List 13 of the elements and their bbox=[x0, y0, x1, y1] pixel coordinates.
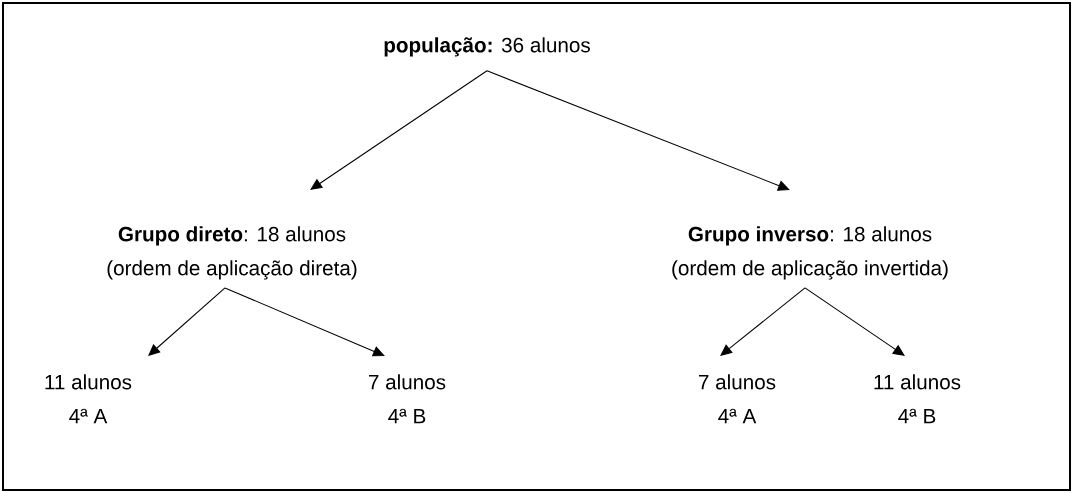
arrow bbox=[310, 70, 488, 190]
arrow bbox=[720, 287, 806, 356]
arrow bbox=[224, 287, 385, 357]
text-label: 11 alunos 4ª B bbox=[874, 374, 961, 424]
arrow bbox=[486, 70, 790, 191]
text-label: 11 alunos 4ª A bbox=[45, 374, 132, 424]
text-label: Grupo inverso: 18 alunos (ordem de aplicação invertida) bbox=[672, 226, 948, 280]
text-label: 7 alunos 4ª A bbox=[699, 374, 776, 424]
arrow bbox=[148, 287, 226, 356]
text-label: Grupo direto: 18 alunos (ordem de aplicação direta) bbox=[107, 226, 357, 280]
arrow bbox=[804, 287, 905, 356]
text-label: população: 36 alunos bbox=[384, 37, 590, 57]
text-label: 7 alunos 4ª B bbox=[369, 374, 446, 424]
